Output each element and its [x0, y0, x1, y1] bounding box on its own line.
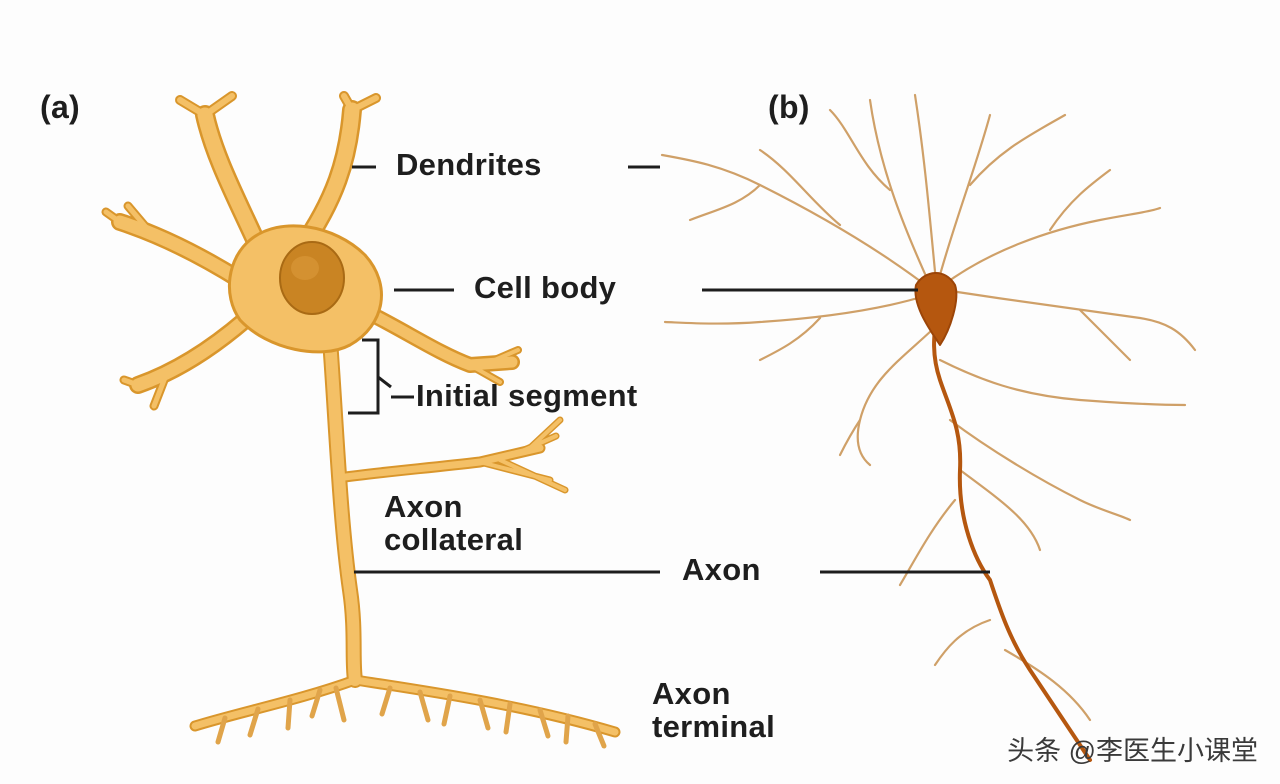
neuron-b — [660, 93, 1197, 762]
label-axon-collateral-line2: collateral — [384, 522, 524, 558]
label-cell-body: Cell body — [474, 270, 617, 305]
neuron-b-cell-body — [914, 272, 958, 346]
label-initial-segment: Initial segment — [416, 378, 638, 413]
label-axon-terminal: Axon terminal — [652, 677, 775, 744]
label-axon-terminal-line2: terminal — [652, 709, 775, 745]
label-axon-collateral-line1: Axon — [384, 489, 463, 524]
watermark: 头条 @李医生小课堂 — [1007, 736, 1258, 766]
neuron-a — [101, 91, 621, 749]
label-axon-terminal-line1: Axon — [652, 676, 731, 711]
neuron-a-terminal-branches — [215, 685, 607, 749]
leader-lines — [348, 165, 990, 574]
initial-segment-bracket — [348, 338, 392, 415]
label-axon-collateral: Axon collateral — [384, 490, 523, 557]
label-axon: Axon — [682, 552, 761, 587]
panel-label-b: (b) — [768, 89, 810, 125]
panel-label-a: (a) — [40, 89, 81, 125]
neuron-b-dendrites — [660, 93, 1197, 722]
neuron-b-axon — [932, 298, 1092, 762]
label-dendrites: Dendrites — [396, 147, 542, 182]
